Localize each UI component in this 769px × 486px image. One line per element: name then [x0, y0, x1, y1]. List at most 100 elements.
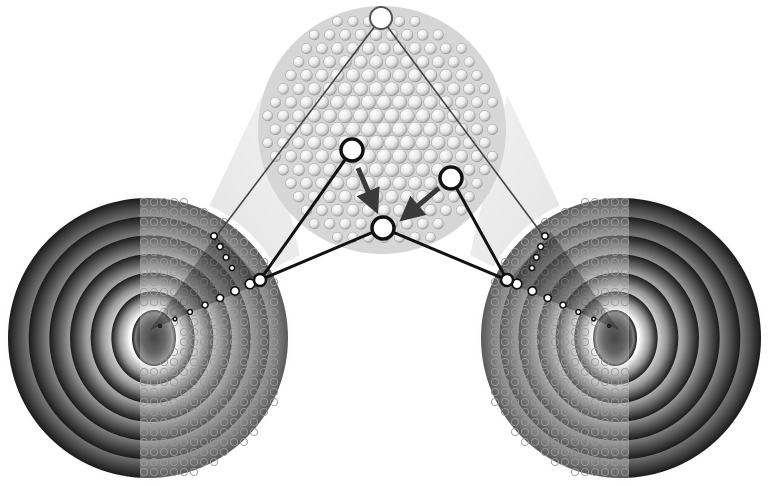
sphere-bead [346, 122, 361, 137]
sphere-bead [416, 56, 429, 69]
sphere-bead [439, 123, 452, 136]
sphere-bead [332, 204, 344, 216]
sphere-bead [323, 82, 336, 95]
sphere-bead [455, 150, 467, 162]
sphere-bead [417, 218, 428, 229]
sphere-bead [377, 69, 391, 83]
sphere-bead [424, 149, 438, 163]
sphere-bead [293, 191, 304, 202]
sphere-bead [324, 56, 336, 68]
sphere-bead [393, 176, 407, 190]
sphere-bead [354, 82, 368, 96]
sphere-bead [354, 190, 367, 203]
sphere-bead [455, 96, 467, 108]
sphere-bead [456, 43, 466, 53]
sphere-bead [369, 82, 383, 96]
chain-dot [229, 265, 234, 270]
sphere-bead [472, 70, 483, 81]
sphere-bead [384, 135, 399, 150]
sphere-bead [362, 42, 374, 54]
sphere-bead [370, 55, 383, 68]
sphere-bead [324, 30, 335, 41]
sphere-bead [316, 43, 327, 54]
sphere-bead [409, 42, 421, 54]
chain-dot [576, 310, 581, 315]
sphere-bead [463, 164, 475, 176]
sphere-bead [424, 96, 438, 110]
sphere-bead [440, 69, 452, 81]
sphere-bead [301, 70, 313, 82]
sphere-bead [471, 124, 483, 136]
sphere-bead [448, 56, 459, 67]
sphere-bead [361, 95, 375, 109]
sphere-bead [393, 69, 407, 83]
sphere-bead [424, 177, 437, 190]
sphere-bead [392, 149, 406, 163]
sphere-bead [293, 57, 304, 68]
sphere-bead [308, 83, 321, 96]
sphere-bead [362, 204, 374, 216]
sphere-bead [346, 69, 359, 82]
sphere-bead [401, 190, 414, 203]
chain-dot [544, 294, 551, 301]
sphere-bead [424, 122, 438, 136]
sphere-bead [332, 43, 344, 55]
sphere-bead [433, 30, 444, 41]
sphere-bead [479, 110, 490, 121]
sphere-bead [377, 122, 392, 137]
sphere-bead [487, 97, 497, 107]
sphere-bead [472, 178, 483, 189]
sphere-bead [308, 56, 320, 68]
sphere-bead [385, 82, 399, 96]
sphere-bead [425, 204, 437, 216]
chain-dot [608, 325, 610, 327]
chain-dot [528, 287, 536, 295]
sphere-bead [323, 109, 337, 123]
sphere-bead [384, 109, 399, 124]
sphere-bead [286, 70, 297, 81]
sphere-bead [392, 122, 407, 137]
sphere-bead [416, 163, 430, 177]
chain-dot [188, 310, 193, 315]
sphere-bead [440, 43, 451, 54]
node-right [440, 167, 462, 189]
sphere-bead [463, 83, 475, 95]
sphere-bead [332, 16, 342, 26]
sphere-bead [385, 163, 399, 177]
node-center [372, 217, 394, 239]
sphere-bead [278, 110, 289, 121]
sphere-bead [378, 42, 390, 54]
sphere-bead [316, 205, 327, 216]
chain-dot [216, 294, 223, 301]
sphere-bead [385, 190, 398, 203]
sphere-bead [330, 122, 344, 136]
sphere-bead [377, 176, 391, 190]
sphere-bead [439, 150, 452, 163]
sphere-bead [348, 16, 358, 26]
sphere-bead [416, 109, 430, 123]
sphere-bead [308, 163, 321, 176]
sphere-bead [416, 136, 430, 150]
node-left-end [254, 274, 266, 286]
sphere-bead [448, 83, 460, 95]
sphere-bead [285, 97, 297, 109]
sphere-bead [353, 109, 368, 124]
sphere-bead [479, 137, 490, 148]
sphere-bead [300, 150, 313, 163]
sphere-bead [426, 232, 436, 242]
sphere-bead [456, 70, 468, 82]
sphere-bead [410, 16, 420, 26]
sphere-bead [285, 150, 297, 162]
sphere-bead [308, 136, 321, 149]
sphere-bead [293, 164, 305, 176]
sphere-bead [400, 109, 415, 124]
sphere-bead [270, 124, 281, 135]
sphere-bead [270, 97, 281, 108]
sphere-bead [331, 95, 345, 109]
sphere-bead [355, 218, 367, 230]
node-right-end [501, 274, 513, 286]
chain-dot [159, 325, 161, 327]
chain-dot [211, 233, 217, 239]
chain-dot [529, 265, 534, 270]
